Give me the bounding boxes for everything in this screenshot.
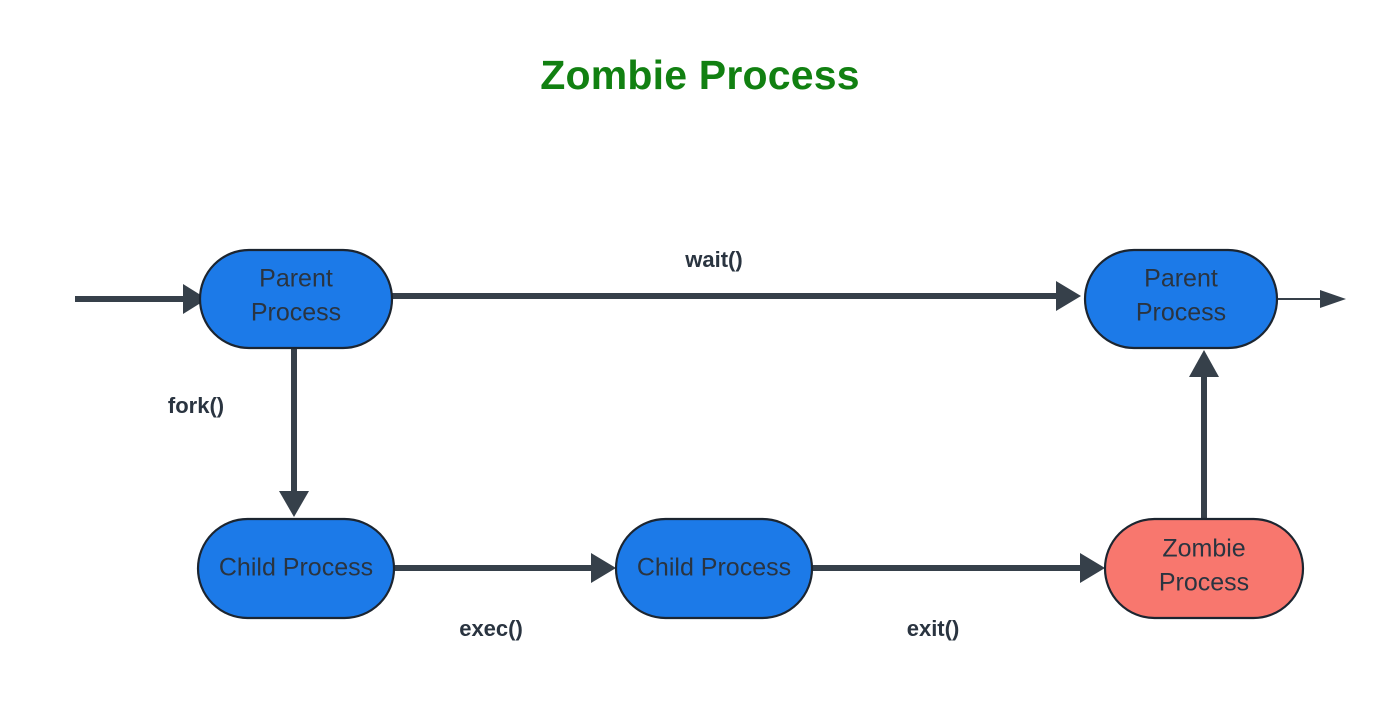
node-parent-process-start-label-line2: Process [251, 299, 341, 327]
reap-edge [1189, 350, 1219, 519]
wait-edge-label: wait() [684, 247, 742, 272]
node-parent-process-start-shape[interactable] [198, 248, 394, 350]
node-zombie-process[interactable]: Zombie Process [1103, 517, 1305, 620]
fork-edge-label: fork() [168, 393, 224, 418]
node-child-process-1-label: Child Process [219, 554, 373, 582]
reap-edge-arrowhead [1189, 350, 1219, 377]
node-child-process-2[interactable]: Child Process [614, 517, 814, 620]
node-parent-process-start[interactable]: Parent Process [198, 248, 394, 350]
node-parent-process-end-shape[interactable] [1083, 248, 1279, 350]
node-child-process-2-shape[interactable] [614, 517, 814, 620]
exec-edge: exec() [394, 553, 616, 641]
node-parent-process-end-label-line2: Process [1136, 299, 1226, 327]
node-child-process-2-label: Child Process [637, 554, 791, 582]
node-child-process-1[interactable]: Child Process [196, 517, 396, 620]
exit-edge: exit() [812, 553, 1105, 641]
node-zombie-process-label-line2: Process [1159, 569, 1249, 597]
node-parent-process-start-label-line1: Parent [259, 265, 333, 293]
wait-edge: wait() [392, 247, 1081, 311]
fork-edge-arrowhead [279, 491, 309, 517]
node-parent-process-end[interactable]: Parent Process [1083, 248, 1279, 350]
page-title: Zombie Process [540, 52, 860, 98]
exit-edge-arrowhead [1080, 553, 1105, 583]
node-zombie-process-shape[interactable] [1103, 517, 1305, 620]
fork-edge: fork() [168, 345, 309, 517]
entry-edge-arrowhead [183, 284, 207, 314]
exit-edge-out [1277, 290, 1346, 308]
node-child-process-1-shape[interactable] [196, 517, 396, 620]
entry-edge [75, 284, 207, 314]
exec-edge-arrowhead [591, 553, 616, 583]
exec-edge-label: exec() [459, 616, 523, 641]
exit-edge-label: exit() [907, 616, 960, 641]
exit-edge-out-arrowhead [1320, 290, 1346, 308]
node-parent-process-end-label-line1: Parent [1144, 265, 1218, 293]
wait-edge-arrowhead [1056, 281, 1081, 311]
node-zombie-process-label-line1: Zombie [1162, 535, 1245, 563]
